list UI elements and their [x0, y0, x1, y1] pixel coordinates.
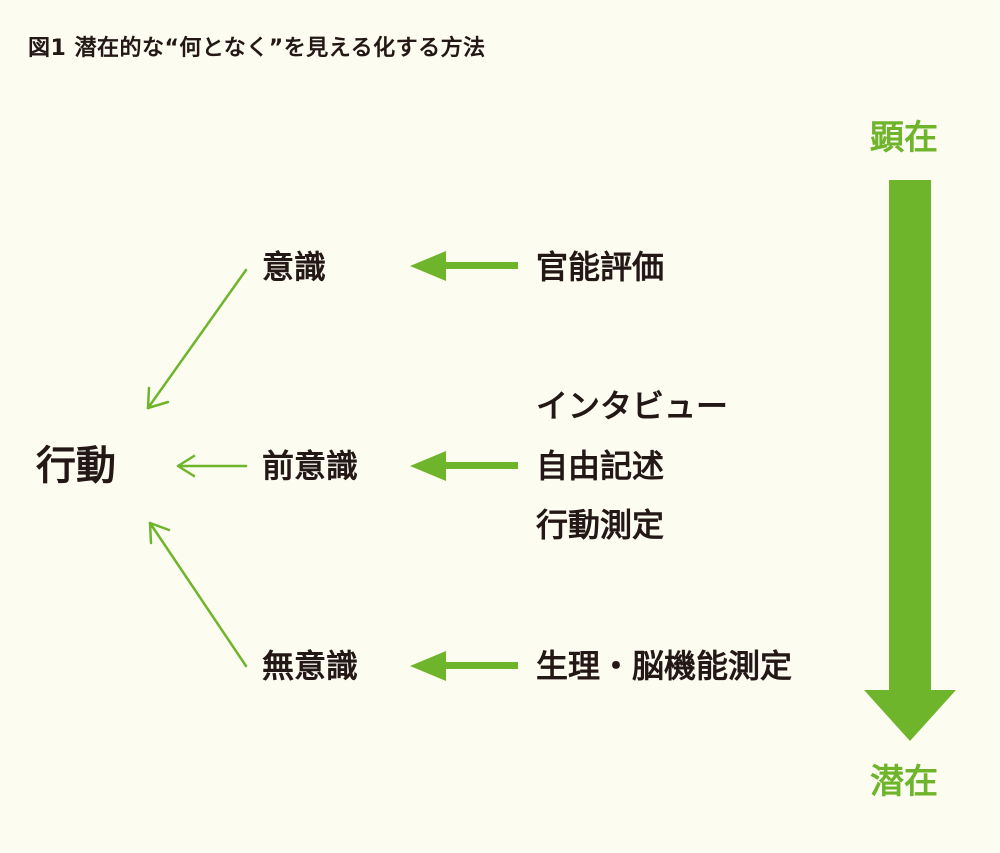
axis-bottom-label: 潜在 — [870, 762, 938, 802]
level-conscious-label: 意識 — [262, 248, 327, 286]
level-unconscious-label: 無意識 — [262, 647, 359, 685]
thin-arrow-unconscious — [148, 521, 248, 668]
behavior-label: 行動 — [36, 443, 116, 489]
thin-arrow-preconscious — [176, 454, 248, 478]
method-sensory-evaluation: 官能評価 — [536, 248, 665, 286]
method-free-description: 自由記述 — [536, 447, 665, 485]
method-arrow-preconscious — [410, 451, 518, 481]
method-arrow-conscious — [410, 251, 518, 281]
method-behavior-measurement: 行動測定 — [536, 506, 665, 544]
method-interview: インタビュー — [536, 387, 729, 425]
method-physiological-brain-measurement: 生理・脳機能測定 — [536, 647, 793, 685]
method-arrow-unconscious — [410, 651, 518, 681]
figure-title: 図1 潜在的な“何となく”を見える化する方法 — [28, 36, 486, 61]
level-preconscious-label: 前意識 — [262, 447, 359, 485]
axis-top-label: 顕在 — [870, 118, 938, 158]
manifest-latent-arrow — [864, 180, 956, 741]
thin-arrow-conscious — [146, 268, 248, 410]
